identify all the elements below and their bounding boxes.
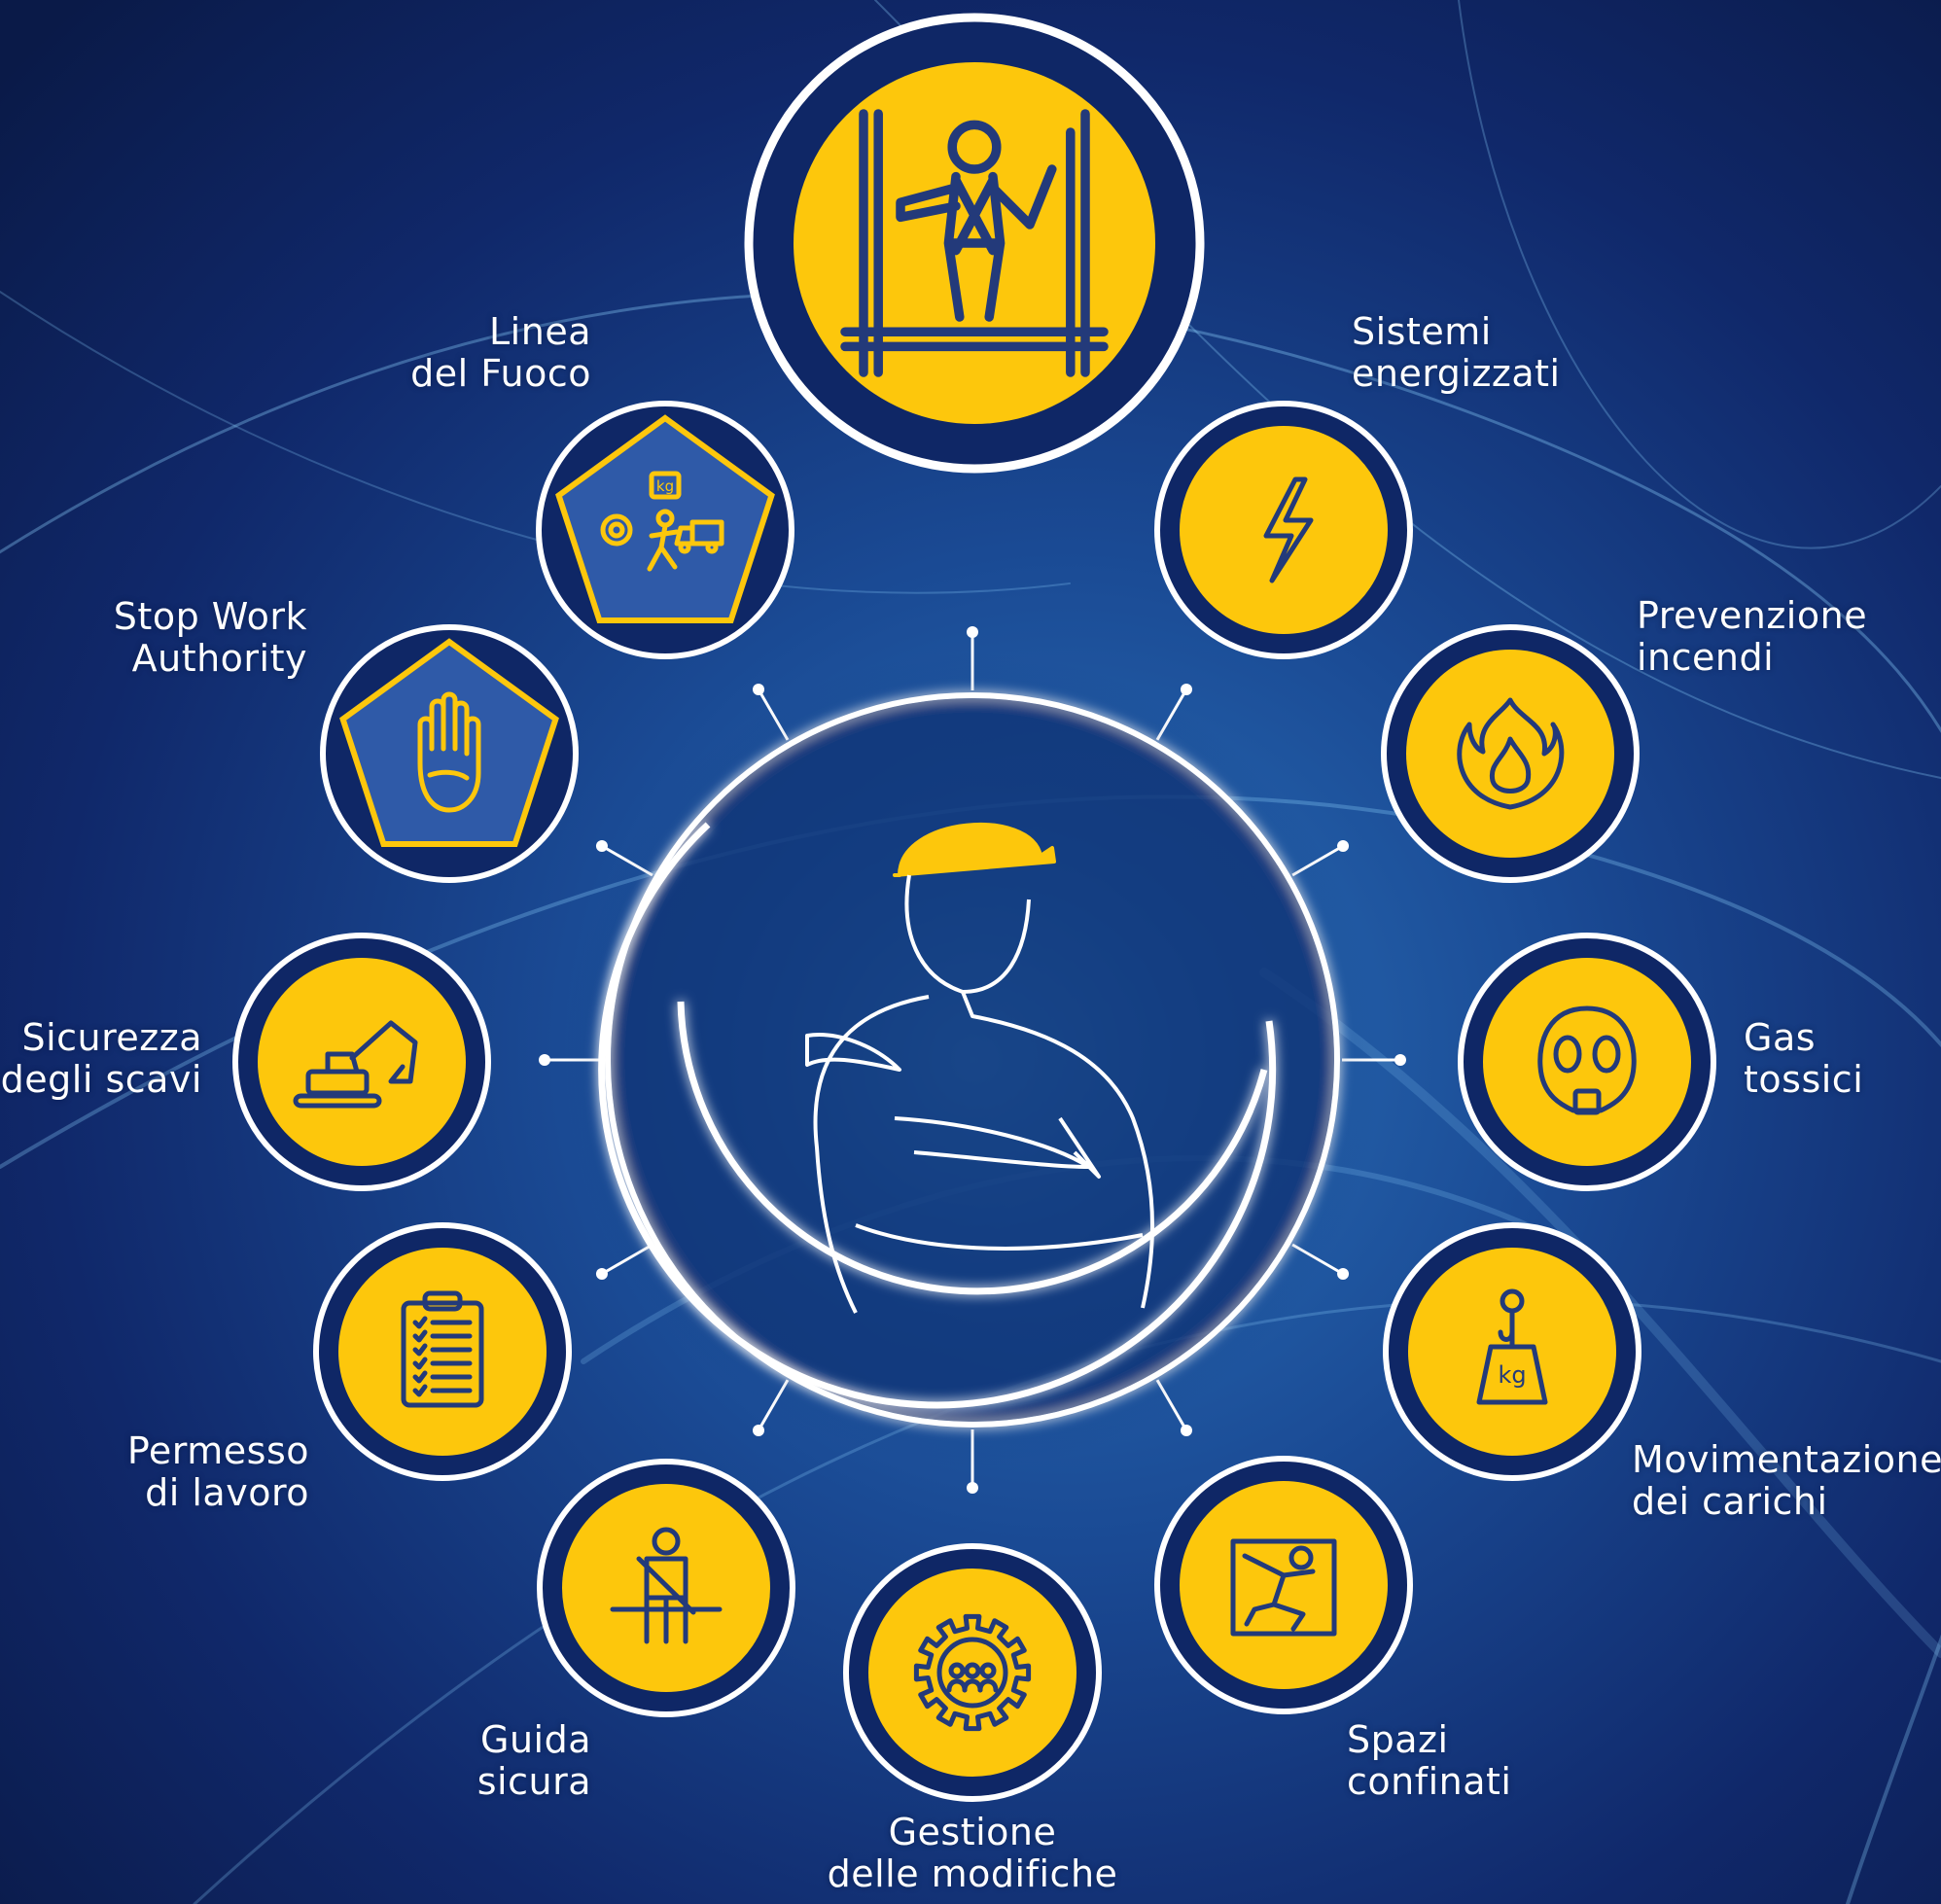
label-line: Authority bbox=[131, 637, 307, 680]
raised-hand-stop-icon bbox=[417, 691, 481, 813]
label-line: Prevenzione bbox=[1637, 594, 1868, 637]
topic-icons: kg kg bbox=[232, 13, 1716, 1802]
label-line: energizzati bbox=[1352, 352, 1561, 395]
worker-with-hard-hat-arms-crossed-icon bbox=[805, 822, 1154, 1314]
worker-on-scaffold-with-harness-icon bbox=[840, 109, 1109, 377]
gear-with-people-icon bbox=[913, 1613, 1032, 1732]
label-line: Linea bbox=[489, 310, 591, 353]
label-line: confinati bbox=[1347, 1760, 1512, 1803]
gestione-modifiche-badge bbox=[843, 1543, 1102, 1802]
label-line: Gas bbox=[1744, 1016, 1817, 1059]
prevenzione-incendi-badge bbox=[1381, 624, 1640, 883]
movimentazione-carichi-badge: kg bbox=[1383, 1222, 1641, 1481]
label-line: degli scavi bbox=[0, 1058, 202, 1101]
line-of-fire-hazards-icon: kg bbox=[600, 471, 724, 572]
label-line: Guida bbox=[480, 1718, 591, 1761]
label-line: Gestione bbox=[888, 1811, 1057, 1853]
weight-label: kg bbox=[1498, 1361, 1526, 1389]
label-line: Spazi bbox=[1347, 1718, 1449, 1761]
label-line: sicura bbox=[476, 1760, 591, 1803]
label-line: Sistemi bbox=[1352, 310, 1492, 353]
label-line: Movimentazione bbox=[1632, 1438, 1941, 1481]
flame-icon bbox=[1457, 697, 1565, 810]
stop-work-authority-badge bbox=[320, 624, 579, 883]
center-arc-ring-inner bbox=[677, 1001, 1268, 1295]
person-crouching-in-box-icon bbox=[1230, 1538, 1337, 1637]
center-outer-ring bbox=[605, 692, 1340, 1428]
linea-fuoco-badge: kg bbox=[536, 401, 794, 659]
sistemi-energizzati-badge bbox=[1154, 401, 1413, 659]
label-line: Stop Work bbox=[113, 595, 307, 638]
label-line: di lavoro bbox=[145, 1471, 309, 1514]
label-line: Sicurezza bbox=[21, 1016, 202, 1059]
label-line: incendi bbox=[1637, 636, 1775, 679]
label-line: dei carichi bbox=[1632, 1480, 1828, 1523]
gas-mask-icon bbox=[1537, 1005, 1637, 1115]
lavori-in-quota-badge bbox=[744, 13, 1205, 474]
label-line: delle modifiche bbox=[827, 1852, 1118, 1895]
label-line: tossici bbox=[1744, 1058, 1864, 1101]
permesso-lavoro-badge bbox=[313, 1222, 572, 1481]
center-hub bbox=[564, 652, 1381, 1468]
label-line: del Fuoco bbox=[410, 352, 591, 395]
center-arc-ring bbox=[598, 822, 1277, 1409]
person-with-seatbelt-icon bbox=[610, 1527, 723, 1644]
lightning-bolt-icon bbox=[1263, 476, 1314, 583]
guida-sicura-badge bbox=[537, 1459, 795, 1717]
gas-tossici-badge bbox=[1458, 933, 1716, 1191]
sicurezza-scavi-badge bbox=[232, 933, 491, 1191]
crane-hook-kg-weight-icon: kg bbox=[1476, 1288, 1548, 1405]
spazi-confinati-badge bbox=[1154, 1456, 1413, 1714]
clipboard-checklist-icon bbox=[401, 1290, 484, 1408]
excavator-icon bbox=[293, 1020, 418, 1109]
label-line: Permesso bbox=[126, 1429, 309, 1472]
weight-label: kg bbox=[656, 477, 674, 495]
